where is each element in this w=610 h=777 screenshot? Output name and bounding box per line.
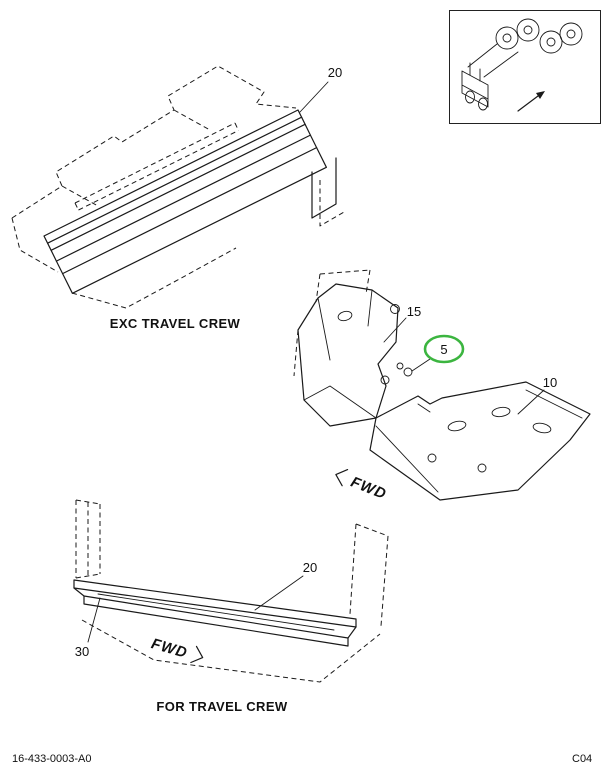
fwd-arrow-icon-bottom <box>190 645 204 664</box>
leader-line-30 <box>87 597 101 643</box>
leader-line-20-bottom <box>254 575 304 611</box>
callout-15[interactable]: 15 <box>383 304 421 343</box>
document-number: 16-433-0003-A0 <box>12 753 92 765</box>
callout-20-exc[interactable]: 20 <box>299 65 342 113</box>
caption-for-travel-crew: FOR TRAVEL CREW <box>156 699 288 714</box>
phantom-structure-lines-bottom <box>75 499 389 683</box>
leader-line-5 <box>411 358 431 372</box>
phantom-bracket-lines <box>293 269 371 377</box>
figure-center-assembly: 15 5 10 FWD <box>272 268 608 513</box>
truck-chassis-lines <box>461 18 583 111</box>
bracket-15-outline <box>297 283 400 427</box>
page-code: C04 <box>572 753 593 765</box>
callout-20-for[interactable]: 20 <box>254 560 317 611</box>
leader-line-15 <box>383 317 407 343</box>
fwd-label-bottom: FWD <box>149 635 189 662</box>
vehicle-locator-inset <box>449 10 601 124</box>
exc-travel-crew-drawing: 20 <box>11 65 345 309</box>
callout-10[interactable]: 10 <box>517 375 557 415</box>
highlight-circle-5[interactable] <box>423 334 465 364</box>
callout-label-20[interactable]: 20 <box>328 65 342 80</box>
locator-arrow-icon <box>517 91 545 112</box>
caption-exc-travel-crew: EXC TRAVEL CREW <box>109 316 241 331</box>
figure-for-travel-crew: 20 30 FWD <box>58 492 413 697</box>
truck-chassis-icon <box>461 18 583 112</box>
for-travel-crew-drawing: 20 30 FWD <box>73 499 389 683</box>
phantom-structure-lines <box>11 65 345 309</box>
plate-10-outline <box>369 362 591 501</box>
callout-5-highlighted[interactable]: 5 <box>411 334 465 372</box>
callout-label-15[interactable]: 15 <box>407 304 421 319</box>
callout-30[interactable]: 30 <box>75 597 101 659</box>
fwd-direction-marker-bottom: FWD <box>149 635 204 664</box>
leader-line-20 <box>299 81 329 113</box>
panel-20-outline <box>43 109 337 294</box>
sill-20-outline <box>73 579 357 647</box>
leader-line-10 <box>517 389 545 415</box>
callout-label-30[interactable]: 30 <box>75 644 89 659</box>
callout-label-20-bottom[interactable]: 20 <box>303 560 317 575</box>
callout-label-10[interactable]: 10 <box>543 375 557 390</box>
center-assembly-drawing: 15 5 10 FWD <box>293 269 591 503</box>
figure-exc-travel-crew: 20 <box>6 60 366 310</box>
callout-label-5[interactable]: 5 <box>440 342 447 357</box>
fwd-arrow-icon <box>335 468 349 487</box>
